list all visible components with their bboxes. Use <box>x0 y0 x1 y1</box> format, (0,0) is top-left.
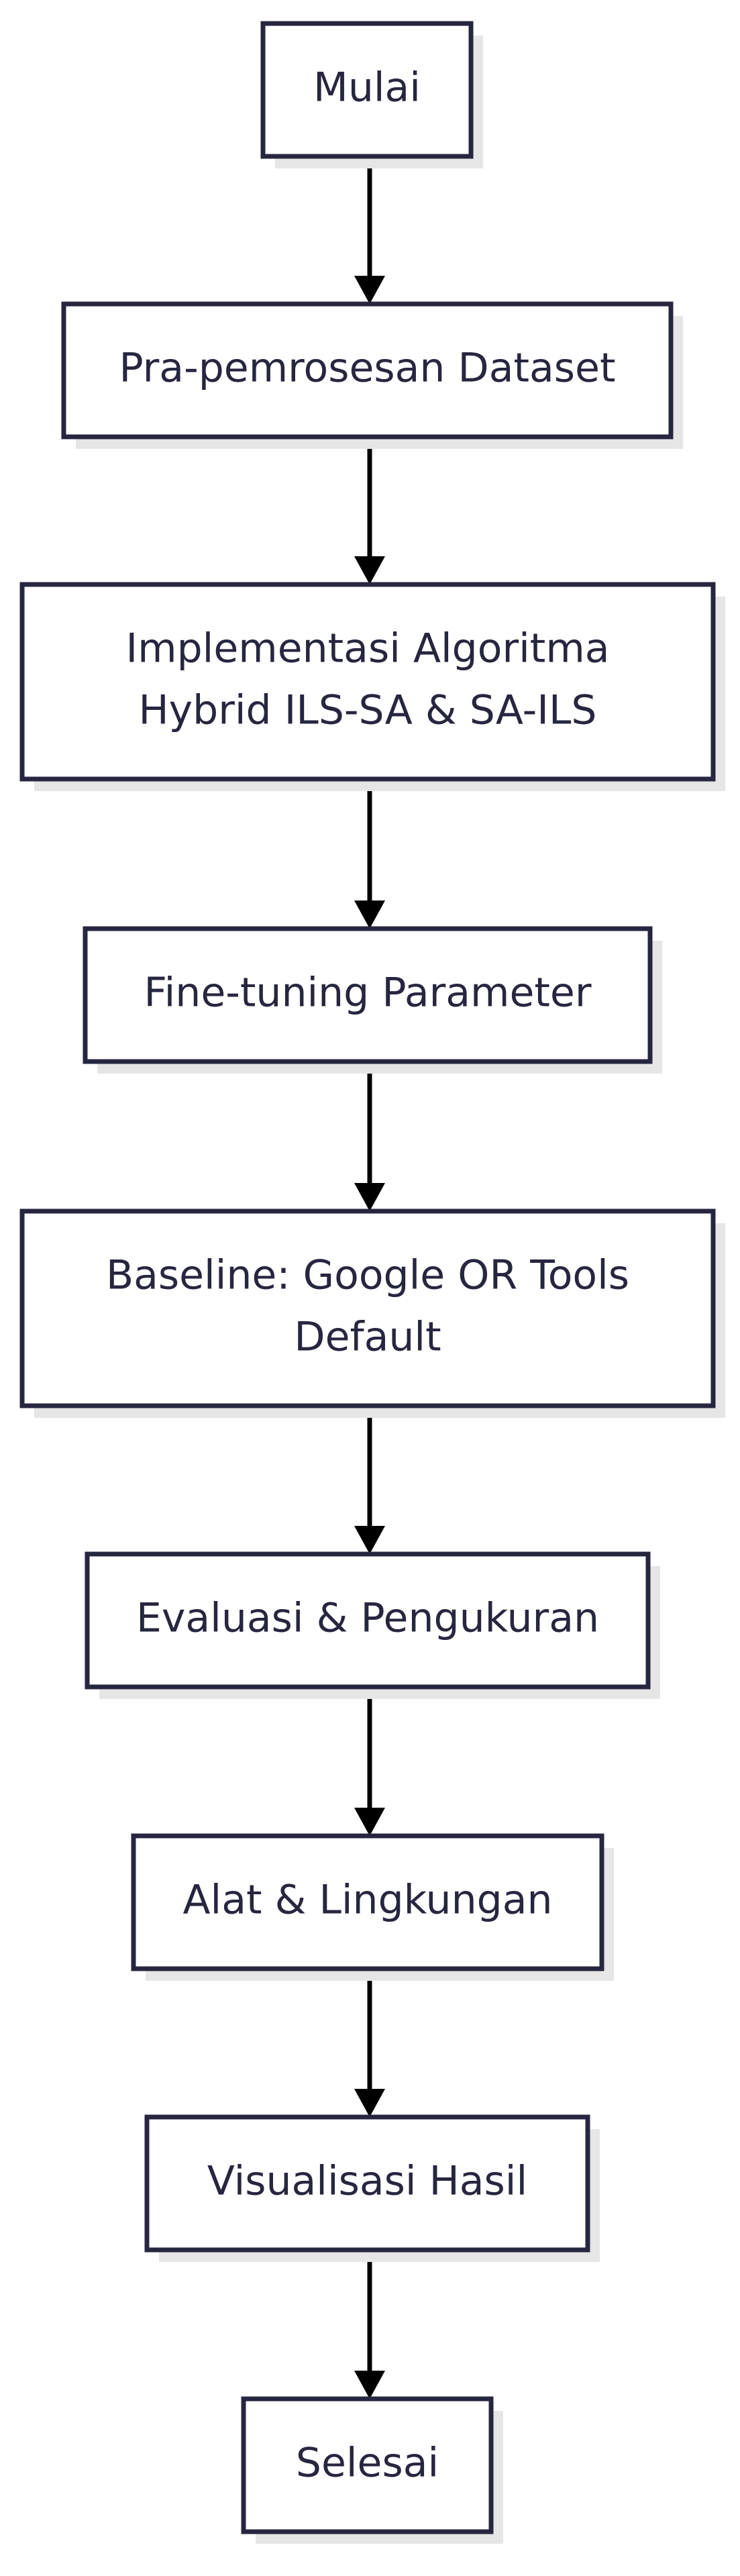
node-label: Evaluasi & Pengukuran <box>136 1595 599 1642</box>
edges-layer <box>354 156 385 2399</box>
node-box <box>19 1208 716 1408</box>
node-label: Hybrid ILS-SA & SA-ILS <box>138 687 596 734</box>
flow-node-mulai: Mulai <box>260 21 483 168</box>
flow-arrow <box>354 1406 385 1554</box>
flow-arrow <box>354 1969 385 2117</box>
node-box <box>144 2114 590 2253</box>
arrow-head <box>354 900 385 929</box>
flow-arrow <box>354 437 385 584</box>
flow-node-pra-pemrosesan: Pra-pemrosesan Dataset <box>61 301 683 449</box>
arrow-head <box>354 2371 385 2399</box>
node-label: Selesai <box>296 2440 439 2487</box>
node-box <box>131 1833 604 1971</box>
arrow-head <box>354 276 385 304</box>
flow-node-evaluasi: Evaluasi & Pengukuran <box>85 1551 660 1699</box>
arrow-head <box>354 1526 385 1554</box>
flow-arrow <box>354 779 385 929</box>
node-box <box>241 2396 494 2534</box>
node-label: Pra-pemrosesan Dataset <box>119 345 616 392</box>
flow-arrow <box>354 1687 385 1836</box>
node-label: Fine-tuning Parameter <box>144 970 591 1017</box>
flow-node-fine-tuning: Fine-tuning Parameter <box>83 926 662 1074</box>
node-label: Implementasi Algoritma <box>125 625 609 672</box>
flow-node-selesai: Selesai <box>241 2396 503 2544</box>
flow-arrow <box>354 1062 385 1211</box>
node-box <box>260 21 474 159</box>
arrow-head <box>354 556 385 584</box>
node-label: Baseline: Google OR Tools <box>106 1252 629 1299</box>
flow-node-alat: Alat & Lingkungan <box>131 1833 614 1981</box>
node-label: Alat & Lingkungan <box>183 1877 553 1924</box>
node-label: Mulai <box>313 64 421 111</box>
flow-arrow <box>354 156 385 304</box>
node-box <box>19 582 716 782</box>
node-box <box>83 926 653 1064</box>
flow-arrow <box>354 2250 385 2399</box>
flow-node-visualisasi: Visualisasi Hasil <box>144 2114 600 2262</box>
node-box <box>61 301 674 440</box>
node-label: Default <box>294 1314 441 1361</box>
arrow-head <box>354 1808 385 1836</box>
arrow-head <box>354 2089 385 2117</box>
node-box <box>85 1551 651 1690</box>
arrow-head <box>354 1183 385 1211</box>
node-label: Visualisasi Hasil <box>207 2158 527 2205</box>
